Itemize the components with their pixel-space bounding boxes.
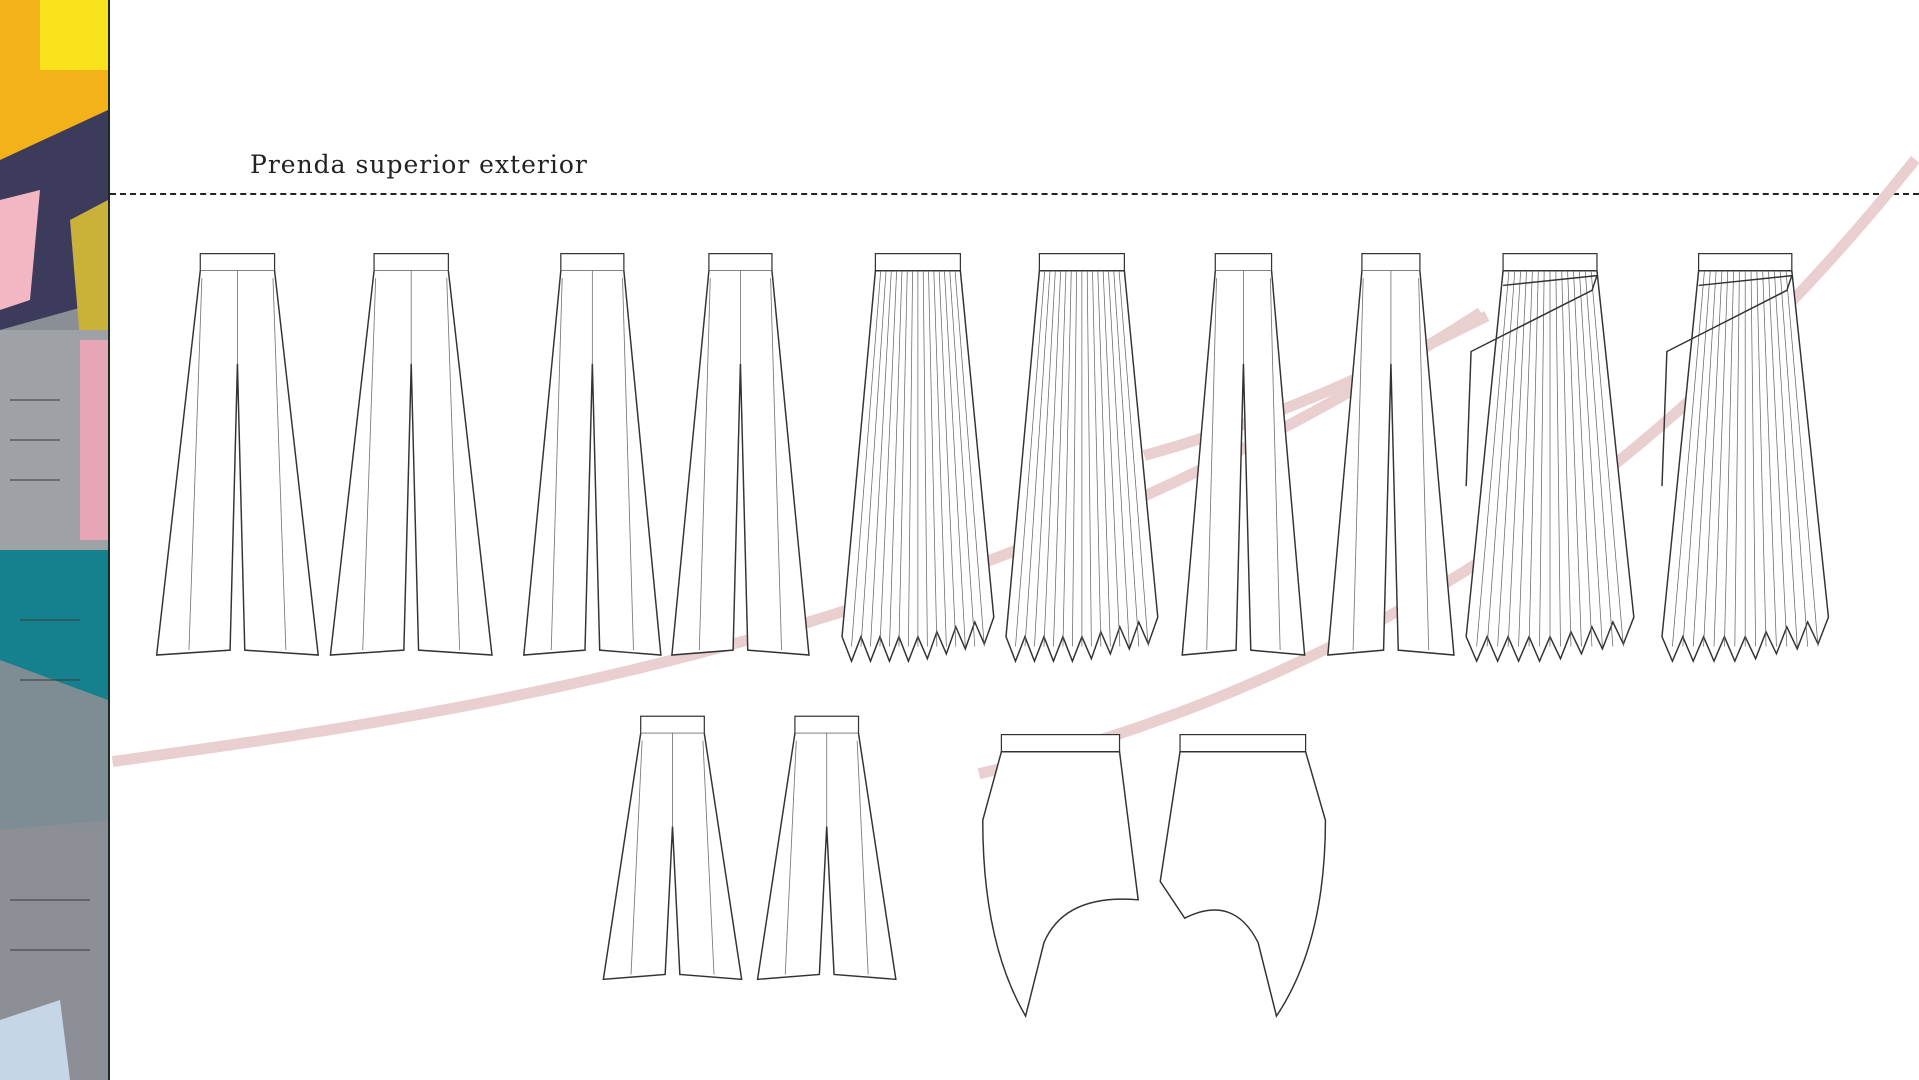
garment-sketch-pleated-trousers-back [671,253,810,656]
garment-sketch-belted-pleated-skirt-back [1661,253,1830,664]
decorative-curve [1142,311,1490,461]
garment-sketch-pleated-trousers-front [522,253,662,656]
section-title: Prenda superior exterior [250,150,588,179]
building-collage [0,0,108,1080]
garment-sketch-wide-trousers-front [155,253,320,656]
garment-sketch-culottes-front [602,715,743,981]
collage-image-strip [0,0,110,1080]
dashed-divider [110,193,1919,195]
garment-sketch-ruffle-asymmetric-skirt-back [1159,733,1327,1018]
garment-sketch-ruffle-asymmetric-skirt-front [982,733,1140,1019]
garment-sketch-pleated-skirt-back [1005,253,1159,664]
garment-sketch-belted-pleated-skirt-front [1465,253,1635,664]
garment-sketch-wide-trousers-front [1181,253,1306,656]
garment-sketch-wide-trousers-back [329,253,493,656]
garment-sketch-culottes-back [756,715,897,981]
garment-sketch-pleated-skirt-front [841,253,995,664]
garment-sketch-wide-trousers-back [1327,253,1455,656]
